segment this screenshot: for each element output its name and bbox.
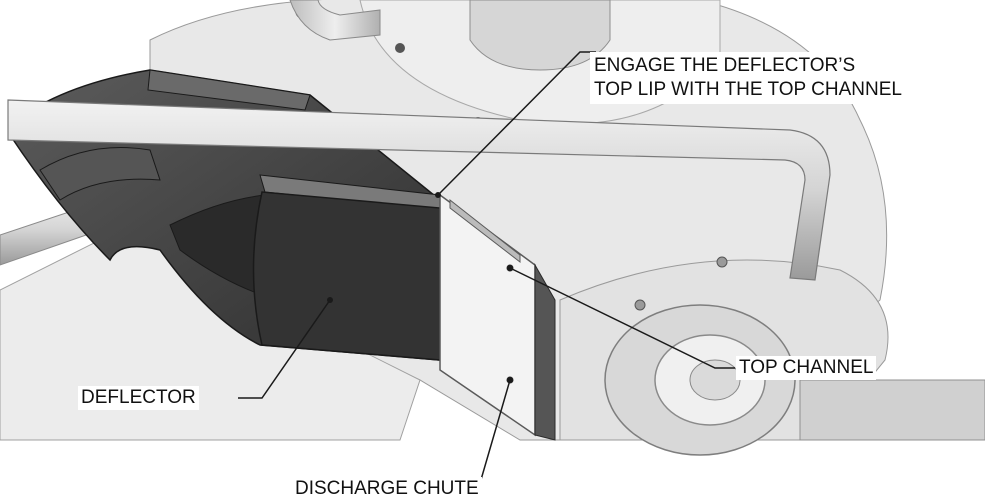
discharge-chute-part [439,193,556,441]
handle-bar [7,99,831,281]
engage-instruction-callout: ENGAGE THE DEFLECTOR’S TOP LIP WITH THE … [590,52,906,104]
engage-instruction-line-2: TOP LIP WITH THE TOP CHANNEL [594,79,902,100]
leader-top-channel [509,267,735,369]
leader-deflector [238,299,331,399]
upper-tube [289,0,381,41]
discharge-chute-label: DISCHARGE CHUTE [292,477,482,501]
top-channel-label: TOP CHANNEL [736,356,877,380]
engage-instruction-line-1: ENGAGE THE DEFLECTOR’S [594,55,856,76]
deflector-label: DEFLECTOR [78,386,199,410]
rear-wheel [604,304,796,456]
